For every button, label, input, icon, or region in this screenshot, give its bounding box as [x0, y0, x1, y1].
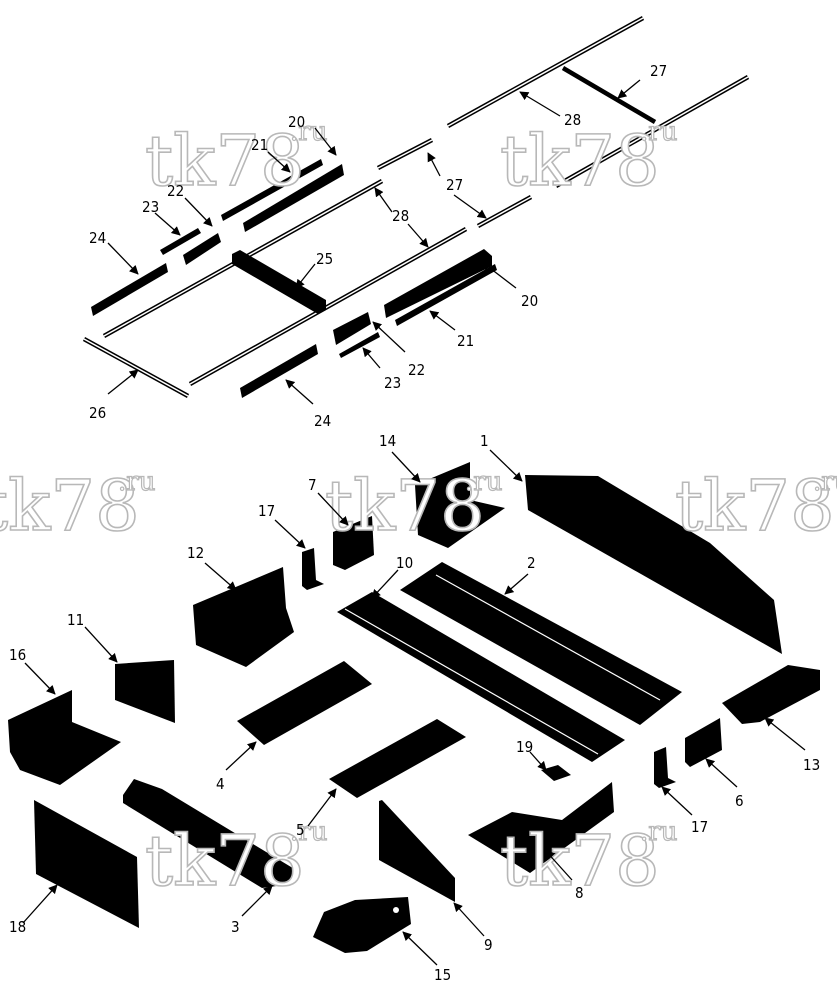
part-12-bracket	[193, 567, 294, 667]
callout-23: 23	[142, 198, 159, 216]
part-10-channel	[337, 592, 625, 762]
callout-15: 15	[434, 966, 451, 984]
part-9-panel	[379, 800, 455, 902]
strip-24-bottom	[240, 344, 318, 398]
part-16-bracket	[8, 690, 121, 785]
watermark-2-suffix: .ru	[640, 117, 677, 147]
frame-assembly	[82, 16, 750, 398]
part-5-plate	[329, 719, 466, 798]
callout-27: 27	[446, 176, 463, 194]
callout-4: 4	[216, 775, 225, 793]
block-23-left	[160, 228, 201, 255]
callout-13: 13	[803, 756, 820, 774]
block-22-left	[183, 233, 221, 265]
rail-28-far-right	[554, 75, 750, 188]
part-6-bracket	[685, 718, 722, 767]
watermark-6-suffix: .ru	[290, 817, 327, 847]
callout-21: 21	[457, 332, 474, 350]
callout-2: 2	[527, 554, 536, 572]
part-17-lower	[654, 747, 676, 788]
callout-12: 12	[187, 544, 204, 562]
part-14-bracket	[415, 462, 505, 548]
callout-16: 16	[9, 646, 26, 664]
watermark-7-suffix: .ru	[640, 817, 677, 847]
watermark-4: tk78	[325, 465, 485, 547]
part-18-panel	[34, 800, 139, 928]
callout-3: 3	[231, 918, 240, 936]
callout-6: 6	[735, 792, 744, 810]
rail-26	[82, 337, 190, 398]
callout-19: 19	[516, 738, 533, 756]
callout-20: 20	[521, 292, 538, 310]
part-3-channel	[123, 779, 296, 888]
watermark-5-suffix: .ru	[813, 467, 837, 497]
rail-28-far	[446, 16, 645, 128]
callout-20: 20	[288, 113, 305, 131]
part-11-panel	[115, 660, 175, 723]
watermark-3: tk78	[0, 465, 140, 547]
part-17-upper	[302, 548, 324, 590]
callout-1: 1	[480, 432, 489, 450]
watermark-4-suffix: .ru	[465, 467, 502, 497]
watermark-5: tk78	[675, 465, 835, 547]
watermark-1: tk78	[145, 120, 305, 202]
crossmember-27-b	[476, 195, 533, 228]
callout-28: 28	[392, 207, 409, 225]
crossmember-25	[232, 250, 326, 314]
callout-9: 9	[484, 936, 493, 954]
callout-24: 24	[89, 229, 106, 247]
leader-lines	[22, 79, 806, 966]
callout-17: 17	[258, 502, 275, 520]
callout-18: 18	[9, 918, 26, 936]
callout-24: 24	[314, 412, 331, 430]
strip-24-left	[91, 263, 168, 316]
callout-21: 21	[251, 136, 268, 154]
crossmember-27-a	[376, 138, 434, 170]
strip-20-right	[384, 249, 492, 318]
watermark-2: tk78	[500, 120, 660, 202]
part-4-plate	[237, 661, 372, 745]
block-23-right	[339, 332, 380, 358]
callout-17: 17	[691, 818, 708, 836]
callout-5: 5	[296, 821, 305, 839]
part-13-channel	[722, 665, 820, 724]
callout-14: 14	[379, 432, 396, 450]
callout-labels: 27 28 20 21 22 23 24 25 27 28 20 21 22 2…	[9, 62, 820, 984]
callout-23: 23	[384, 374, 401, 392]
part-15-bracket	[313, 897, 411, 953]
strip-20-top	[243, 164, 344, 232]
rail-28-near-right	[188, 227, 468, 386]
callout-26: 26	[89, 404, 106, 422]
strip-21-right	[395, 264, 497, 326]
part-19-block	[541, 765, 571, 781]
crossmember-27-far	[561, 66, 657, 124]
callout-22: 22	[408, 361, 425, 379]
watermark-7: tk78	[500, 820, 660, 902]
callout-28: 28	[564, 111, 581, 129]
strip-21-top	[221, 159, 323, 221]
part-1-side-panel	[525, 475, 782, 654]
watermarks: tk78 .ru tk78 .ru tk78 .ru tk78 .ru tk78…	[0, 116, 837, 902]
watermark-6: tk78	[145, 820, 305, 902]
callout-11: 11	[67, 611, 84, 629]
block-22-right	[333, 312, 371, 345]
callout-10: 10	[396, 554, 413, 572]
part-7-bracket	[333, 516, 374, 570]
callout-7: 7	[308, 476, 317, 494]
callout-8: 8	[575, 884, 584, 902]
callout-25: 25	[316, 250, 333, 268]
part-8-bracket	[468, 782, 614, 873]
callout-22: 22	[167, 182, 184, 200]
lower-parts	[8, 462, 820, 953]
watermark-1-suffix: .ru	[290, 117, 327, 147]
callout-27: 27	[650, 62, 667, 80]
watermark-3-suffix: .ru	[118, 467, 155, 497]
part-2-floor-plate	[400, 562, 682, 725]
